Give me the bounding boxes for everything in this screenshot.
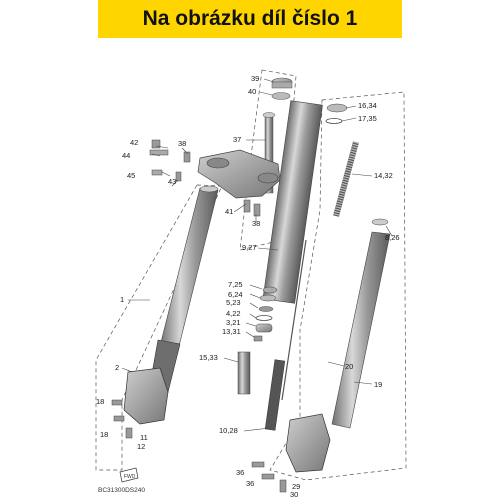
title-banner: Na obrázku díl číslo 1 — [98, 0, 402, 38]
callout-20: 20 — [345, 362, 353, 371]
bolt-44 — [149, 149, 169, 156]
callout-9-27: 9,27 — [242, 243, 257, 252]
callout-39: 39 — [251, 74, 259, 83]
washer-40 — [271, 92, 291, 100]
svg-text:FWD: FWD — [124, 474, 136, 480]
callout-10-28: 10,28 — [219, 426, 238, 435]
clamp-42 — [151, 139, 161, 149]
callout-8-26: 8,26 — [385, 233, 400, 242]
right-fork-leg — [251, 218, 391, 493]
damper-10-28 — [264, 359, 286, 431]
callout-29: 29 — [292, 482, 300, 491]
drawing-code: BC31300DS240 — [98, 487, 145, 494]
callout-43: 43 — [168, 177, 176, 186]
bolt-45 — [151, 169, 163, 176]
bolt-18-bottom — [113, 415, 125, 422]
bolt-12 — [125, 427, 133, 439]
stem-top — [262, 112, 276, 118]
left-tube-cap — [199, 185, 219, 193]
left-fork-assembly-outline — [95, 184, 223, 471]
front-direction-icon: FWD — [119, 467, 139, 483]
callout-38-upper-left: 38 — [178, 139, 186, 148]
callout-5-23: 5,23 — [226, 298, 241, 307]
right-fork-assembly-outline — [269, 91, 407, 481]
collar-8-26 — [371, 218, 389, 226]
callout-37: 37 — [233, 135, 241, 144]
cartridge-parts — [237, 100, 359, 431]
bracket-left-clamp — [206, 157, 230, 169]
callout-3-21: 3,21 — [226, 318, 241, 327]
callout-42: 42 — [130, 138, 138, 147]
part-15-33 — [237, 351, 251, 395]
banner-title: Na obrázku díl číslo 1 — [142, 7, 358, 30]
damper-rod — [281, 239, 307, 401]
brake-hose-hardware — [149, 139, 191, 182]
callout-36-lower: 36 — [246, 479, 254, 488]
steering-stem-group — [197, 77, 293, 217]
seal-3-21 — [255, 323, 273, 333]
callout-36-upper: 36 — [236, 468, 244, 477]
callout-17-35: 17,35 — [358, 114, 377, 123]
callout-11: 11 — [140, 433, 148, 442]
callout-38-lower: 38 — [252, 219, 260, 228]
callout-2: 2 — [115, 363, 119, 372]
left-inner-tube — [159, 187, 219, 351]
bolt-38b — [253, 203, 261, 217]
bolt-38-left — [183, 151, 191, 163]
spring-14-32 — [333, 141, 359, 217]
bolt-38 — [243, 199, 251, 213]
part-5-23 — [258, 306, 274, 312]
callout-18-upper: 18 — [96, 397, 104, 406]
right-caliper-mount — [285, 413, 331, 473]
bolt-30 — [279, 479, 287, 493]
left-fork-leg — [111, 185, 219, 439]
callout-7-25: 7,25 — [228, 280, 243, 289]
callout-19: 19 — [374, 380, 382, 389]
cap-16-34 — [326, 103, 348, 113]
callout-45: 45 — [127, 171, 135, 180]
callout-6-24: 6,24 — [228, 290, 243, 299]
bolt-36b — [261, 473, 275, 480]
right-inner-tube-9-27 — [262, 100, 323, 304]
callout-30: 30 — [290, 490, 298, 499]
callout-1: 1 — [120, 295, 124, 304]
part-6-24 — [259, 294, 277, 302]
nut-39-body — [271, 81, 293, 89]
callout-4-22: 4,22 — [226, 309, 241, 318]
bracket-right-clamp — [257, 172, 279, 184]
oring-17-35 — [325, 118, 343, 124]
callout-16-34: 16,34 — [358, 101, 377, 110]
bolt-18-top — [111, 399, 123, 406]
leader-lines — [121, 78, 393, 432]
callout-13-31: 13,31 — [222, 327, 241, 336]
callout-14-32: 14,32 — [374, 171, 393, 180]
left-caliper-mount — [123, 367, 169, 425]
bolt-43 — [175, 171, 182, 182]
callout-18-lower: 18 — [100, 430, 108, 439]
callout-41: 41 — [225, 207, 233, 216]
bolt-36a — [251, 461, 265, 468]
part-4-22 — [255, 315, 273, 321]
callout-15-33: 15,33 — [199, 353, 218, 362]
part-7-25 — [262, 286, 278, 294]
part-13-31 — [253, 335, 263, 342]
callout-12: 12 — [137, 442, 145, 451]
callout-40: 40 — [248, 87, 256, 96]
right-outer-tube — [331, 231, 391, 429]
callout-44: 44 — [122, 151, 130, 160]
